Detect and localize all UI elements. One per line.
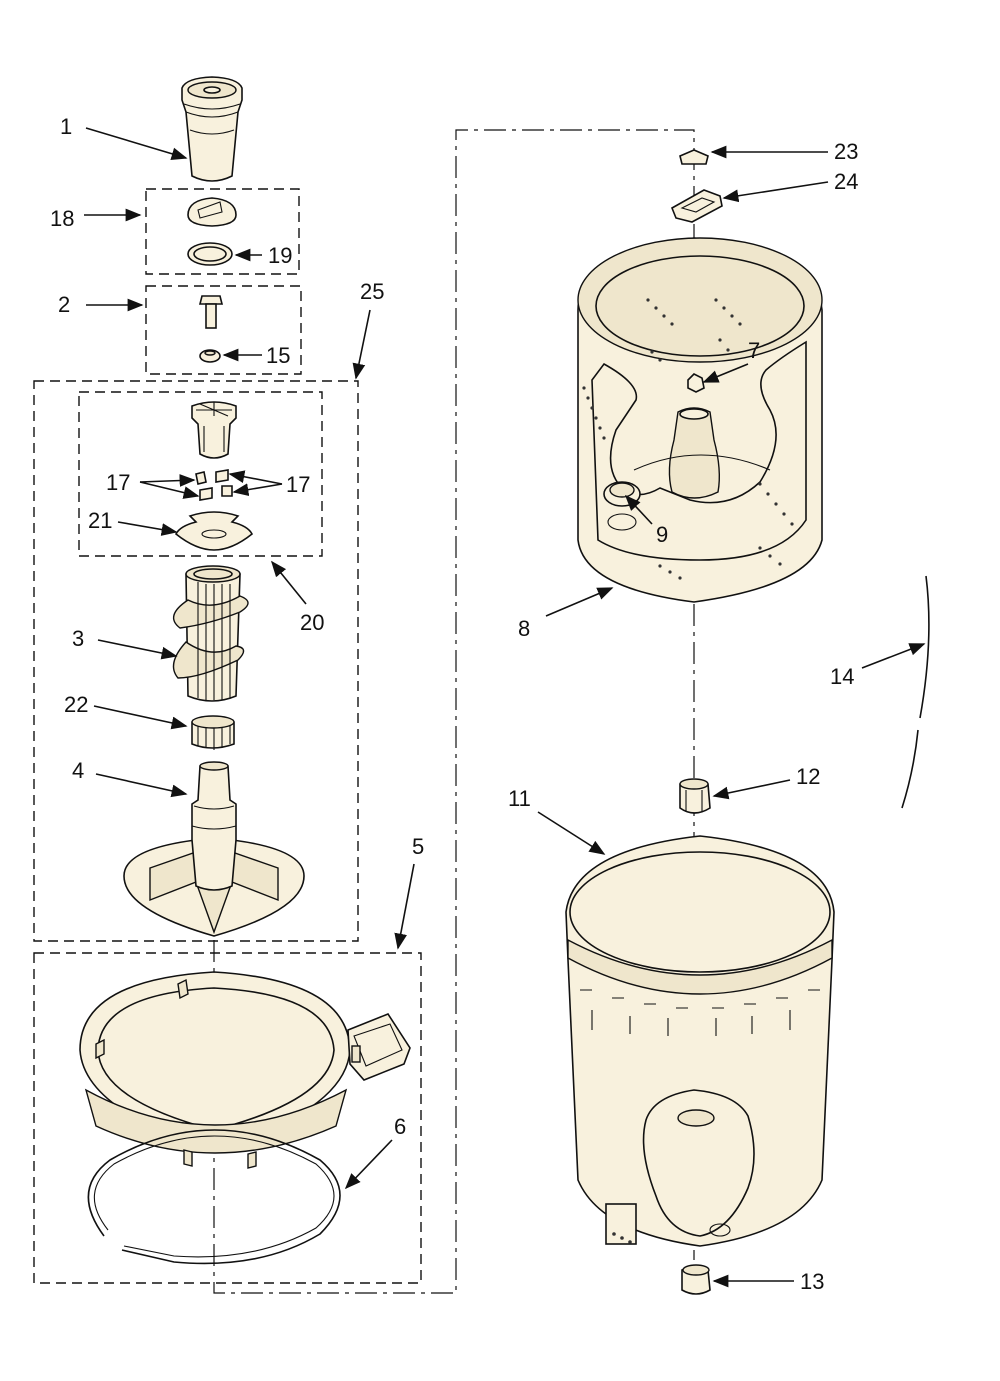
- part-14-hose: [901, 575, 930, 809]
- part-8-spin-basket: [577, 237, 823, 603]
- label-8: 8: [518, 616, 530, 641]
- label-17-left: 17: [106, 470, 130, 495]
- label-14: 14: [830, 664, 854, 689]
- group-box-25: [33, 380, 359, 942]
- part-22-bearing: [191, 715, 235, 750]
- part-11-outer-tub: [565, 835, 835, 1247]
- label-15: 15: [266, 343, 290, 368]
- label-19: 19: [268, 243, 292, 268]
- group-box-5: [33, 952, 422, 1284]
- part-17-dogs: [195, 469, 233, 501]
- label-1: 1: [60, 114, 72, 139]
- label-13: 13: [800, 1269, 824, 1294]
- part-20-cam-drive: [191, 401, 237, 459]
- label-22: 22: [64, 692, 88, 717]
- group-box-18-19: [145, 188, 300, 275]
- basket-perforations: [582, 298, 794, 580]
- label-23: 23: [834, 139, 858, 164]
- label-12: 12: [796, 764, 820, 789]
- part-3-auger: [172, 565, 249, 702]
- leader-arrows: [84, 127, 926, 1288]
- label-7: 7: [748, 338, 760, 363]
- label-9: 9: [656, 522, 668, 547]
- label-3: 3: [72, 626, 84, 651]
- label-25: 25: [360, 279, 384, 304]
- label-5: 5: [412, 834, 424, 859]
- group-box-2-15: [145, 285, 302, 375]
- label-11: 11: [508, 786, 531, 811]
- part-18-seal-cap: [187, 197, 237, 227]
- part-15-washer: [199, 349, 221, 363]
- label-18: 18: [50, 206, 74, 231]
- part-13-nut: [681, 1264, 711, 1295]
- part-1-agitator-cap: [181, 76, 243, 182]
- label-17-right: 17: [286, 472, 310, 497]
- part-4-agitator-base: [123, 761, 305, 937]
- label-20: 20: [300, 610, 324, 635]
- part-6-clamp-ring: [87, 1129, 341, 1265]
- label-24: 24: [834, 169, 858, 194]
- part-2-bolt: [198, 295, 224, 329]
- part-23-clip: [679, 149, 709, 165]
- label-2: 2: [58, 292, 70, 317]
- label-4: 4: [72, 758, 84, 783]
- label-6: 6: [394, 1114, 406, 1139]
- label-21: 21: [88, 508, 112, 533]
- part-21-cam-plate: [174, 511, 254, 551]
- group-box-20: [78, 391, 323, 557]
- part-5-tub-ring: [79, 971, 411, 1169]
- part-19-o-ring: [187, 242, 233, 266]
- part-24-plate: [670, 189, 723, 223]
- part-12-bushing: [679, 778, 711, 814]
